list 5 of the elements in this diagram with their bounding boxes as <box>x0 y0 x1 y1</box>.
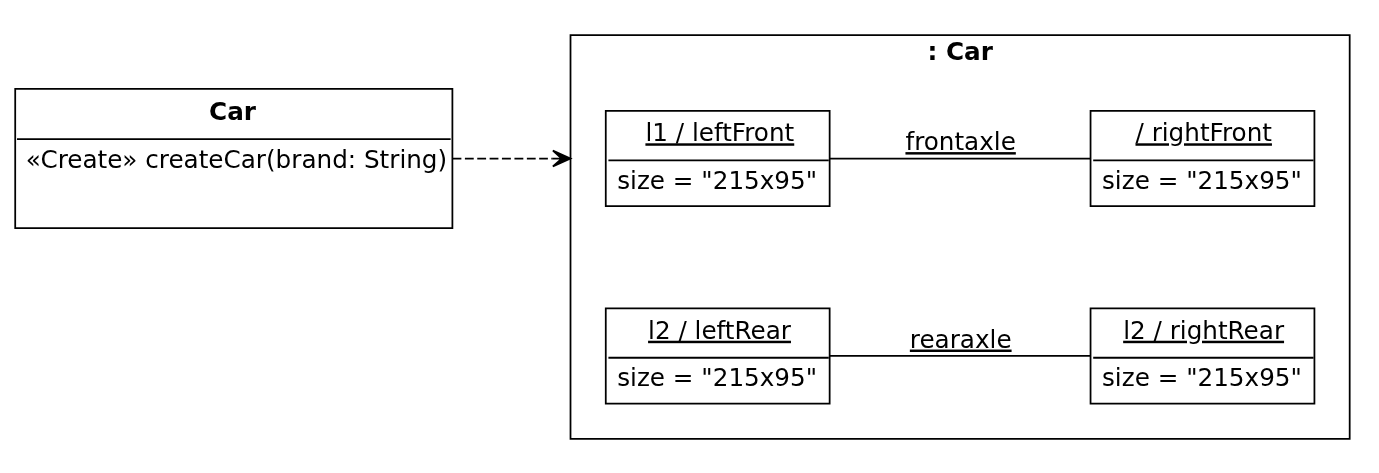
edge-label: rearaxle <box>909 324 1012 354</box>
connector <box>829 354 1091 357</box>
connector <box>829 157 1091 159</box>
arrow <box>451 149 572 167</box>
edge-label: frontaxle <box>905 126 1016 156</box>
